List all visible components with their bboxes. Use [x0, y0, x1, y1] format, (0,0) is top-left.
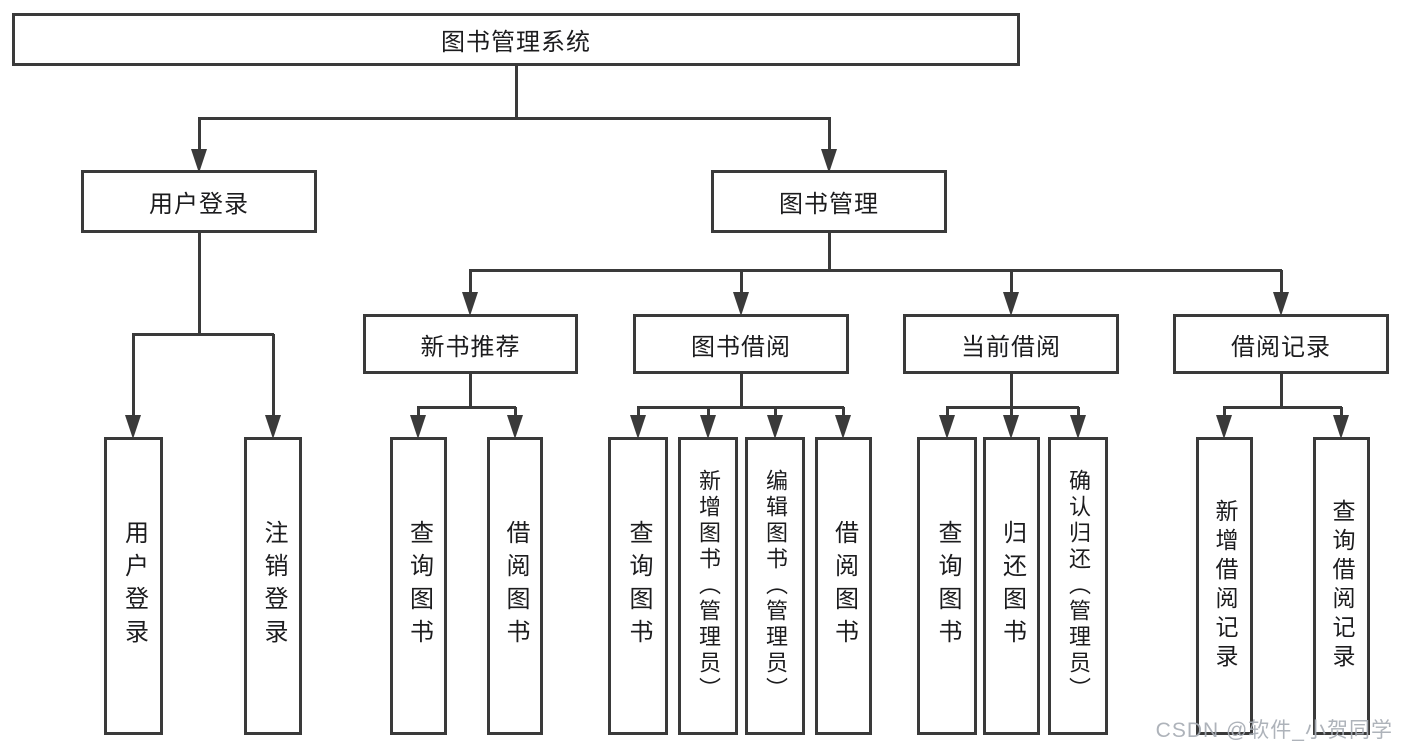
- connector-line: [1223, 407, 1226, 417]
- arrow-down-icon: [1003, 415, 1019, 439]
- leaf-label: 新增图书（管理员）: [696, 469, 721, 703]
- node-book-mgmt: 图书管理: [711, 170, 947, 233]
- arrow-down-icon: [191, 149, 207, 173]
- arrow-down-icon: [507, 415, 523, 439]
- connector-line: [514, 407, 517, 417]
- node-root: 图书管理系统: [12, 13, 1020, 66]
- node-book-borrow: 图书借阅: [633, 314, 849, 374]
- leaf-label: 查询借阅记录: [1329, 499, 1355, 673]
- arrow-down-icon: [462, 292, 478, 316]
- leaf-current-query: 查询图书: [917, 437, 977, 735]
- connector-line: [828, 118, 831, 152]
- node-new-book-recommend: 新书推荐: [363, 314, 578, 374]
- arrow-down-icon: [125, 415, 141, 439]
- leaf-newbooks-query: 查询图书: [390, 437, 447, 735]
- connector-line: [198, 118, 201, 152]
- node-current-borrow: 当前借阅: [903, 314, 1119, 374]
- leaf-records-query: 查询借阅记录: [1313, 437, 1370, 735]
- connector-line: [132, 334, 135, 417]
- connector-line: [707, 407, 710, 417]
- connector-line: [469, 372, 472, 408]
- connector-line: [417, 406, 516, 409]
- connector-line: [637, 407, 640, 417]
- connector-line: [469, 269, 1282, 272]
- leaf-label: 查询图书: [405, 520, 433, 652]
- connector-line: [1010, 270, 1013, 294]
- leaf-label: 确认归还（管理员）: [1066, 469, 1091, 703]
- connector-line: [828, 231, 831, 271]
- arrow-down-icon: [733, 292, 749, 316]
- connector-line: [1223, 406, 1342, 409]
- leaf-label: 新增借阅记录: [1212, 499, 1238, 673]
- leaf-bookborrow-borrow: 借阅图书: [815, 437, 872, 735]
- leaf-newbooks-borrow: 借阅图书: [487, 437, 543, 735]
- leaf-label: 借阅图书: [830, 520, 858, 652]
- leaf-logout: 注销登录: [244, 437, 302, 735]
- leaf-label: 查询图书: [625, 520, 652, 652]
- connector-line: [1010, 372, 1013, 408]
- connector-line: [637, 406, 844, 409]
- connector-line: [198, 231, 201, 335]
- arrow-down-icon: [1216, 415, 1232, 439]
- leaf-bookborrow-query: 查询图书: [608, 437, 668, 735]
- connector-line: [774, 407, 777, 417]
- arrow-down-icon: [821, 149, 837, 173]
- connector-line: [198, 117, 831, 120]
- leaf-current-return: 归还图书: [983, 437, 1040, 735]
- leaf-user-login: 用户登录: [104, 437, 163, 735]
- connector-line: [272, 334, 275, 417]
- leaf-label: 注销登录: [260, 520, 287, 652]
- connector-line: [1280, 270, 1283, 294]
- watermark: CSDN @软件_小贺同学: [1155, 719, 1393, 742]
- connector-line: [1077, 407, 1080, 417]
- arrow-down-icon: [265, 415, 281, 439]
- leaf-label: 归还图书: [998, 520, 1026, 652]
- arrow-down-icon: [1333, 415, 1349, 439]
- leaf-bookborrow-add-admin: 新增图书（管理员）: [678, 437, 738, 735]
- leaf-label: 借阅图书: [502, 520, 529, 652]
- leaf-label: 用户登录: [120, 520, 148, 652]
- leaf-current-confirm-return-admin: 确认归还（管理员）: [1048, 437, 1108, 735]
- connector-line: [740, 270, 743, 294]
- arrow-down-icon: [1070, 415, 1086, 439]
- connector-line: [842, 407, 845, 417]
- node-user-login: 用户登录: [81, 170, 317, 233]
- leaf-bookborrow-edit-admin: 编辑图书（管理员）: [745, 437, 805, 735]
- arrow-down-icon: [939, 415, 955, 439]
- connector-line: [469, 270, 472, 294]
- connector-line: [417, 407, 420, 417]
- connector-line: [1010, 407, 1013, 417]
- leaf-label: 编辑图书（管理员）: [763, 469, 788, 703]
- connector-line: [1340, 407, 1343, 417]
- node-borrow-records: 借阅记录: [1173, 314, 1389, 374]
- arrow-down-icon: [410, 415, 426, 439]
- connector-line: [1280, 372, 1283, 408]
- connector-line: [515, 64, 518, 119]
- connector-line: [946, 407, 949, 417]
- arrow-down-icon: [1003, 292, 1019, 316]
- leaf-records-add: 新增借阅记录: [1196, 437, 1253, 735]
- connector-line: [740, 372, 743, 408]
- arrow-down-icon: [835, 415, 851, 439]
- arrow-down-icon: [1273, 292, 1289, 316]
- leaf-label: 查询图书: [934, 520, 961, 652]
- arrow-down-icon: [630, 415, 646, 439]
- arrow-down-icon: [700, 415, 716, 439]
- connector-line: [132, 333, 274, 336]
- arrow-down-icon: [767, 415, 783, 439]
